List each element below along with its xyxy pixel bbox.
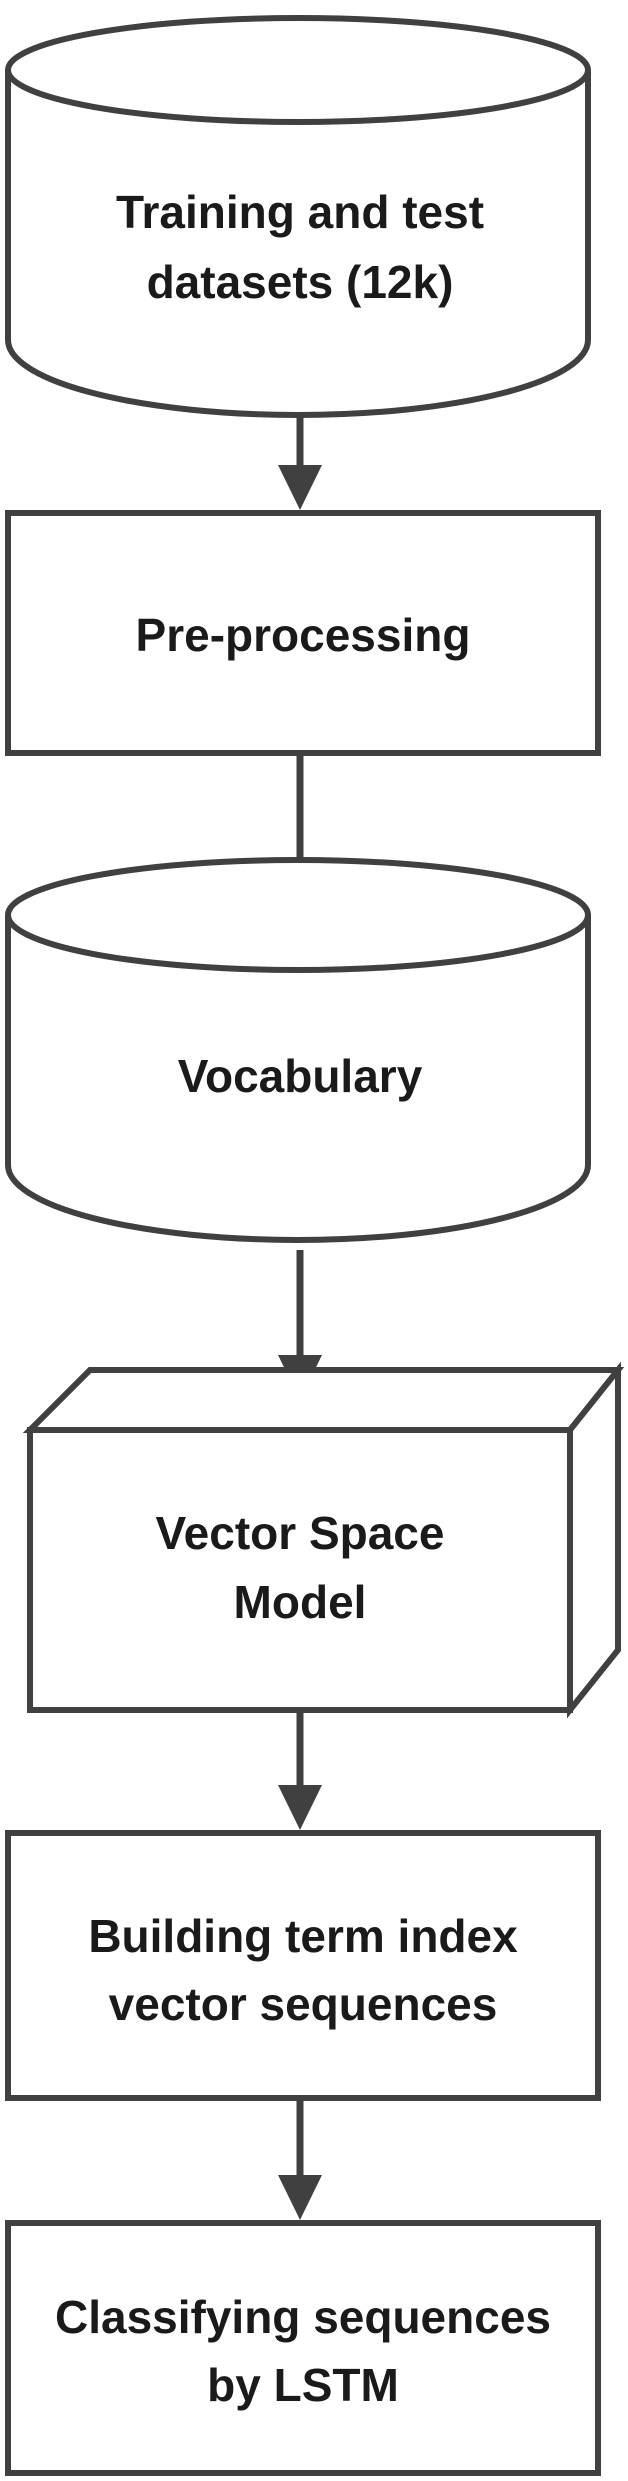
node-label-line-2: Model	[234, 1576, 367, 1628]
cube-top-face	[22, 1367, 625, 1433]
node-label-line-2: by LSTM	[207, 2359, 399, 2411]
node-lstm: Classifying sequences by LSTM	[5, 2220, 601, 2476]
node-datasets: Training and test datasets (12k)	[5, 15, 591, 418]
rectangle-shape	[5, 510, 601, 756]
arrow-head-icon	[278, 2175, 322, 2220]
cube-side-face	[567, 1361, 621, 1719]
node-label-line-1: Pre-processing	[136, 609, 471, 661]
rectangle-shape	[5, 2220, 601, 2476]
edge-vsm-to-term-index	[278, 1710, 322, 1830]
rectangle-shape	[5, 1830, 601, 2101]
node-label-line-1: Classifying sequences	[55, 2291, 551, 2343]
node-label-line-1: Vocabulary	[178, 1050, 423, 1102]
cube-front-face	[27, 1427, 573, 1713]
edge-term-index-to-lstm	[278, 2100, 322, 2220]
node-label-line-2: datasets (12k)	[147, 256, 454, 308]
cylinder-top	[5, 15, 591, 125]
arrow-head-icon	[278, 465, 322, 510]
node-label-line-1: Vector Space	[156, 1507, 445, 1559]
arrow-head-icon	[278, 1785, 322, 1830]
node-label-line-2: vector sequences	[109, 1978, 498, 2030]
cylinder-top	[5, 857, 591, 973]
node-preprocessing: Pre-processing	[5, 510, 601, 756]
node-vocabulary: Vocabulary	[5, 857, 591, 1243]
edge-datasets-to-preprocessing	[278, 415, 322, 510]
cylinder-shape	[5, 70, 591, 418]
node-vsm: Vector Space Model	[22, 1361, 625, 1719]
node-label-line-1: Building term index	[88, 1910, 518, 1962]
node-label-line-1: Training and test	[116, 186, 484, 238]
cylinder-shape	[5, 915, 591, 1243]
node-term-index: Building term index vector sequences	[5, 1830, 601, 2101]
